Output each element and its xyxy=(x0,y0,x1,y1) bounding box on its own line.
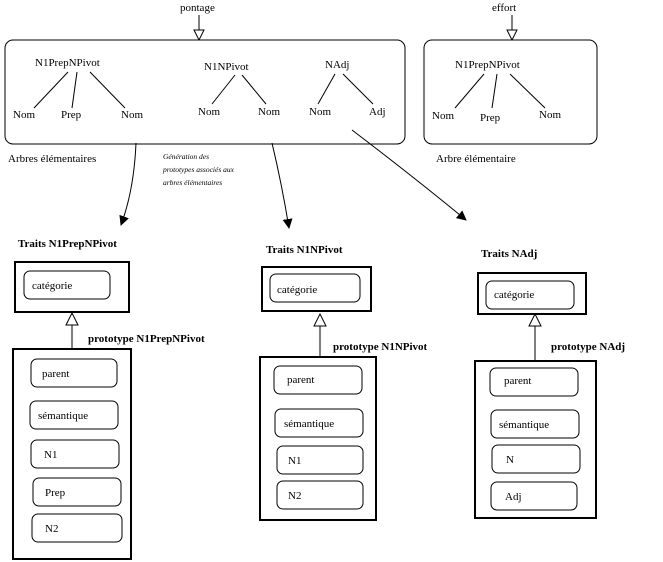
slot-box-3-3 xyxy=(491,444,581,474)
rtree-edge-2 xyxy=(491,73,498,109)
rtree-child-2: Prep xyxy=(480,112,501,124)
traits-attr-3: catégorie xyxy=(494,289,534,301)
traits-attr-box-3 xyxy=(485,280,575,310)
slot-3-4: Adj xyxy=(505,491,522,503)
elementary-trees-caption: Arbres élémentaires xyxy=(8,153,96,165)
arrow-to-traits-3 xyxy=(351,129,467,221)
tree3-edge-2 xyxy=(342,73,374,105)
tree1-edge-1 xyxy=(33,71,69,109)
proto-label-3: prototype NAdj xyxy=(551,341,625,353)
tree2-edge-1 xyxy=(211,74,236,105)
slot-box-2-4 xyxy=(276,480,364,510)
tree2-child-2: Nom xyxy=(258,106,280,118)
elementary-tree-caption: Arbre élémentaire xyxy=(436,153,516,165)
generation-note-line-2: prototypes associés aux xyxy=(162,165,235,174)
slot-1-4: Prep xyxy=(45,487,66,499)
tree1-child-1: Nom xyxy=(13,109,35,121)
slot-box-1-5 xyxy=(31,513,123,543)
slot-3-1: parent xyxy=(504,375,531,387)
tree3-root: NAdj xyxy=(325,59,349,71)
effort-arrow-head xyxy=(506,29,518,42)
tree2-edge-2 xyxy=(241,74,267,105)
slot-2-4: N2 xyxy=(288,490,301,502)
generation-note-line-1: Génération des xyxy=(163,152,209,161)
inherit-triangle-1 xyxy=(65,311,79,326)
rtree-child-3: Nom xyxy=(539,109,561,121)
tree1-edge-2 xyxy=(71,71,78,109)
traits-title-3: Traits NAdj xyxy=(481,248,537,260)
tree2-root: N1NPivot xyxy=(204,61,249,73)
tree3-child-1: Nom xyxy=(309,106,331,118)
slot-3-2: sémantique xyxy=(499,419,549,431)
proto-label-1: prototype N1PrepNPivot xyxy=(88,333,205,345)
traits-title-1: Traits N1PrepNPivot xyxy=(18,238,117,250)
rtree-child-1: Nom xyxy=(432,110,454,122)
slot-box-3-4 xyxy=(490,481,578,511)
rtree-root: N1PrepNPivot xyxy=(455,59,520,71)
slot-box-1-3 xyxy=(30,439,120,469)
tree2-child-1: Nom xyxy=(198,106,220,118)
slot-box-3-2 xyxy=(490,409,580,439)
slot-box-3-1 xyxy=(489,367,579,397)
tree1-root: N1PrepNPivot xyxy=(35,57,100,69)
slot-box-2-2 xyxy=(274,408,364,438)
slot-box-1-2 xyxy=(29,400,119,430)
traits-attr-1: catégorie xyxy=(32,280,72,292)
effort-label: effort xyxy=(492,2,516,14)
traits-attr-box-2 xyxy=(269,273,361,303)
traits-title-2: Traits N1NPivot xyxy=(266,244,343,256)
slot-box-2-3 xyxy=(276,445,364,475)
generation-note-line-3: arbres élémentaires xyxy=(163,178,222,187)
slot-3-3: N xyxy=(506,454,514,466)
inherit-triangle-2 xyxy=(313,312,327,327)
slot-1-5: N2 xyxy=(45,523,58,535)
arrow-to-traits-1 xyxy=(119,142,137,226)
elementary-tree-box xyxy=(423,39,598,145)
slot-2-3: N1 xyxy=(288,455,301,467)
slot-1-2: sémantique xyxy=(38,410,88,422)
proto-label-2: prototype N1NPivot xyxy=(333,341,428,353)
elementary-trees-box xyxy=(4,39,406,145)
rtree-edge-1 xyxy=(454,73,485,109)
tree1-child-2: Prep xyxy=(61,109,82,121)
slot-2-2: sémantique xyxy=(284,418,334,430)
inherit-triangle-3 xyxy=(528,312,542,327)
traits-attr-2: catégorie xyxy=(277,284,317,296)
tree3-child-2: Adj xyxy=(369,106,386,118)
slot-box-1-1 xyxy=(30,358,118,388)
arrow-to-traits-2 xyxy=(271,142,293,229)
slot-box-2-1 xyxy=(273,365,363,395)
traits-attr-box-1 xyxy=(23,270,111,300)
slot-1-1: parent xyxy=(42,368,69,380)
slot-2-1: parent xyxy=(287,374,314,386)
pontage-label: pontage xyxy=(180,2,215,14)
rtree-edge-3 xyxy=(509,73,546,109)
tree3-edge-1 xyxy=(317,73,336,105)
tree1-edge-3 xyxy=(89,71,126,109)
tree1-child-3: Nom xyxy=(121,109,143,121)
slot-box-1-4 xyxy=(32,477,122,507)
slot-1-3: N1 xyxy=(44,449,57,461)
pontage-arrow-head xyxy=(193,29,205,42)
